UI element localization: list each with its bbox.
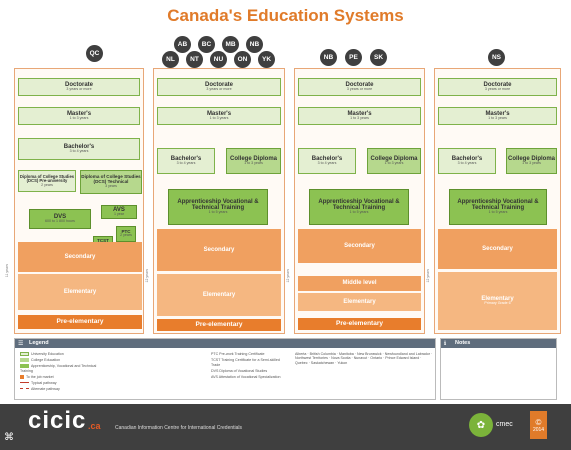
legend-item: College Education bbox=[20, 358, 100, 363]
region-nl: NL bbox=[162, 51, 179, 68]
pre-elementary-box: Pre-elementary bbox=[157, 319, 281, 331]
apprenticeship-box: Apprenticeship Vocational & Technical Tr… bbox=[449, 189, 547, 225]
watermark-icon: ⌘ bbox=[4, 432, 14, 443]
info-icon: ☰ bbox=[18, 341, 24, 347]
secondary-box: Secondary bbox=[298, 229, 421, 263]
pre-elementary-box-qc: Pre-elementary bbox=[18, 315, 142, 329]
region-nt: NT bbox=[186, 51, 203, 68]
region-on: ON bbox=[234, 51, 251, 68]
legend-panel: ☰ Legend University Education College Ed… bbox=[14, 338, 436, 400]
middle-level-box: Middle level bbox=[298, 276, 421, 291]
legend-abbreviations: PTC Pre-work Training Certificate TCST T… bbox=[211, 352, 281, 379]
cicic-logo-tld: .ca bbox=[88, 421, 101, 431]
page-title: Canada's Education Systems bbox=[167, 6, 404, 25]
region-ab: AB bbox=[174, 36, 191, 53]
info-icon: ℹ bbox=[444, 341, 447, 347]
legend-item: Alternate pathway bbox=[20, 387, 100, 391]
apprenticeship-box: Apprenticeship Vocational & Technical Tr… bbox=[168, 189, 268, 225]
legend-provinces: Alberta · British Columbia · Manitoba · … bbox=[295, 352, 433, 365]
legend-item: Typical pathway bbox=[20, 381, 100, 385]
region-qc: QC bbox=[86, 45, 103, 62]
years-label: 12 years bbox=[426, 269, 430, 283]
secondary-box: Secondary bbox=[157, 229, 281, 271]
region-sk: SK bbox=[370, 49, 387, 66]
region-mb: MB bbox=[222, 36, 239, 53]
legend-item: Apprenticeship, Vocational and Technical… bbox=[20, 364, 97, 373]
region-bc: BC bbox=[198, 36, 215, 53]
years-label-qc: 11 years bbox=[5, 264, 9, 278]
legend-item: To the job market bbox=[20, 375, 100, 379]
secondary-box-qc: Secondary bbox=[18, 242, 142, 272]
cicic-full-name: Canadian Information Centre for Internat… bbox=[115, 425, 243, 431]
legend-header: ☰ Legend bbox=[15, 339, 435, 348]
region-nu: NU bbox=[210, 51, 227, 68]
dcs-pre-university-box: Diploma of College Studies (DCS) Pre-uni… bbox=[18, 170, 76, 192]
legend-key: University Education College Education A… bbox=[20, 352, 100, 393]
region-pe: PE bbox=[345, 49, 362, 66]
secondary-box: Secondary bbox=[438, 229, 557, 269]
elementary-box: Elementary bbox=[298, 293, 421, 311]
notes-panel: ℹ Notes bbox=[440, 338, 557, 400]
notes-header: ℹ Notes bbox=[441, 339, 556, 348]
legend-item: University Education bbox=[20, 352, 100, 357]
years-label: 12 years bbox=[145, 269, 149, 283]
cmec-logo-icon: ✿ bbox=[469, 413, 493, 437]
region-nb-2: NB bbox=[320, 49, 337, 66]
region-yk: YK bbox=[258, 51, 275, 68]
copyright-badge: © 2014 bbox=[530, 411, 547, 439]
pre-elementary-box: Pre-elementary bbox=[298, 318, 421, 330]
apprenticeship-box: Apprenticeship Vocational & Technical Tr… bbox=[309, 189, 409, 225]
cicic-logo: cicic bbox=[28, 407, 87, 434]
region-nb: NB bbox=[246, 36, 263, 53]
elementary-box-qc: Elementary bbox=[18, 274, 142, 310]
elementary-box: Elementary bbox=[157, 274, 281, 316]
years-label: 12 years bbox=[286, 269, 290, 283]
footer-bar: cicic .ca Canadian Information Centre fo… bbox=[0, 404, 571, 450]
dcs-technical-box: Diploma of College Studies (DCS) Technic… bbox=[80, 170, 142, 194]
region-ns: NS bbox=[488, 49, 505, 66]
cmec-name: cmec bbox=[496, 421, 513, 428]
